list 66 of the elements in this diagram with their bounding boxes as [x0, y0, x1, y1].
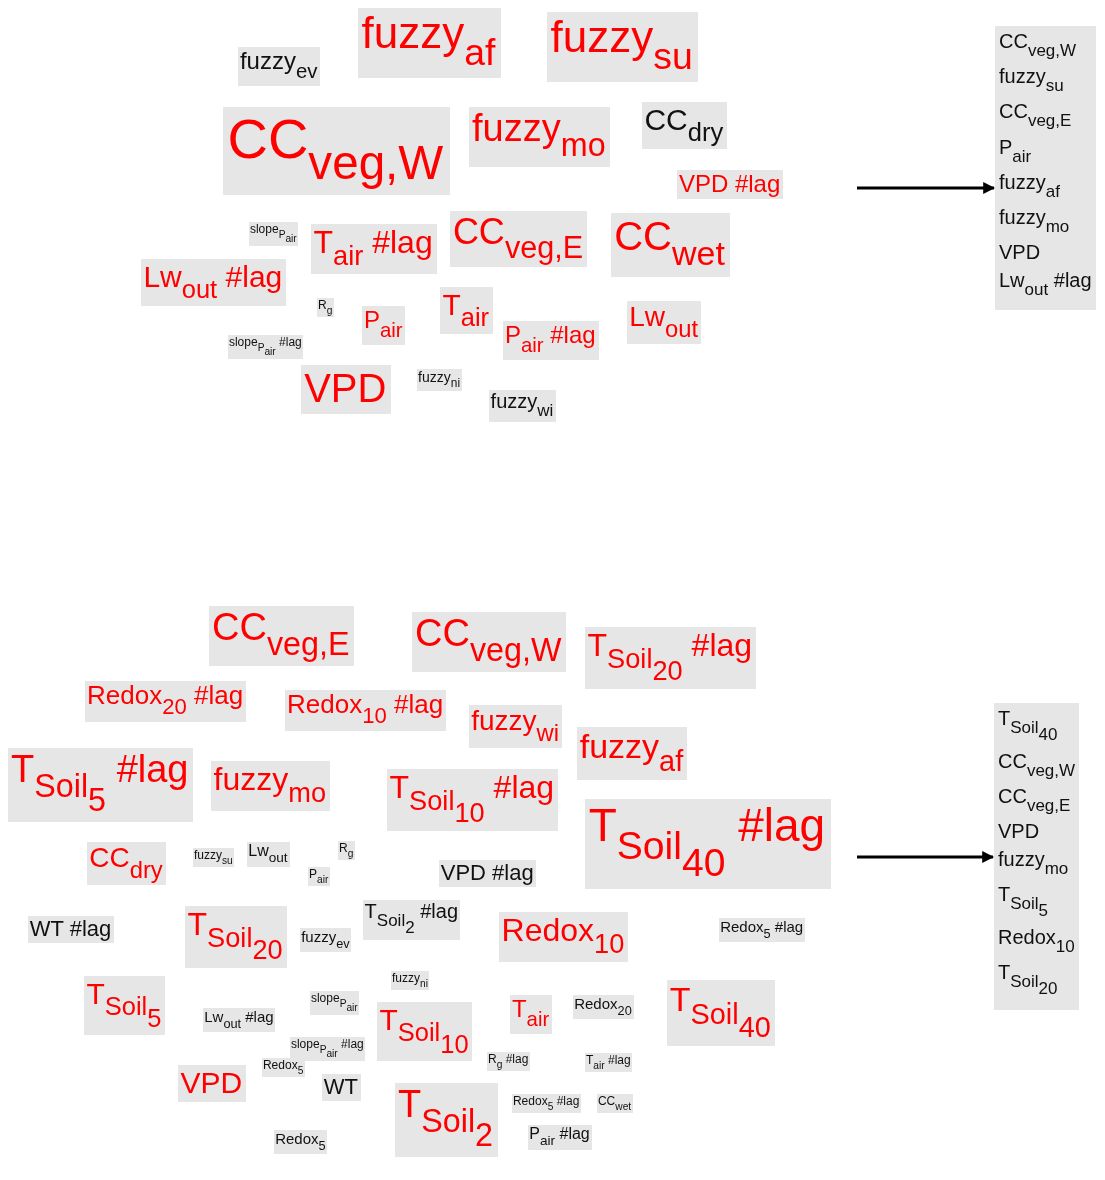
list-item: fuzzy$_{mo}$ — [999, 205, 1071, 237]
list-item: CC$_{veg,E}$ — [999, 100, 1073, 131]
word-tag: fuzzy$_{af}$ — [577, 727, 688, 781]
word-tag: fuzzy$_{ev}$ — [300, 928, 352, 952]
word-tag: fuzzy$_{mo}$ — [469, 107, 611, 167]
arrow — [857, 182, 996, 194]
word-tag: fuzzy$_{su}$ — [547, 12, 698, 82]
list-item: VPD — [999, 241, 1042, 265]
word-tag: R$_{g}$ — [317, 298, 334, 318]
word-tag: CC$_{wet}$ — [597, 1094, 633, 1114]
ranked-list-panel — [995, 26, 1096, 311]
list-item: CC$_{veg,W}$ — [999, 30, 1078, 61]
list-item: fuzzy$_{mo}$ — [998, 848, 1070, 879]
word-tag: T$_{air}$ #lag — [311, 224, 437, 275]
word-tag: Lw$_{out}$ #lag — [141, 259, 286, 307]
word-tag: fuzzy$_{af}$ — [358, 8, 501, 78]
word-tag: T$_{air}$ #lag — [585, 1053, 633, 1073]
word-tag: fuzzy$_{mo}$ — [211, 761, 330, 812]
word-tag: CC$_{wet}$ — [611, 213, 730, 277]
word-tag: CC$_{veg,E}$ — [450, 211, 588, 267]
word-tag: CC$_{veg,W}$ — [223, 107, 450, 195]
word-tag: Redox$_{5}$ — [274, 1130, 328, 1154]
list-item: Redox$_{10}$ — [998, 926, 1076, 957]
list-item: fuzzy$_{su}$ — [999, 65, 1065, 96]
word-tag: R$_{g}$ — [338, 841, 355, 861]
word-tag: P$_{air}$ — [362, 306, 406, 345]
word-tag: T$_{air}$ — [510, 995, 553, 1034]
word-tag: VPD #lag — [439, 860, 537, 887]
word-tag: fuzzy$_{ev}$ — [238, 47, 321, 86]
word-tag: CC$_{veg,E}$ — [209, 606, 355, 666]
list-item: P$_{air}$ — [999, 135, 1033, 166]
word-tag: Lw$_{out}$ — [247, 842, 290, 868]
word-tag: CC$_{veg,W}$ — [412, 612, 566, 672]
word-tag: P$_{air}$ — [308, 867, 330, 887]
word-tag: Redox$_{20}$ #lag — [85, 681, 247, 722]
word-tag: Lw$_{out}$ #lag — [203, 1008, 276, 1032]
arrow — [857, 851, 995, 863]
word-tag: Redox$_{5}$ — [262, 1058, 305, 1078]
list-item: fuzzy$_{af}$ — [999, 170, 1061, 201]
word-tag: R$_{g}$ #lag — [487, 1052, 530, 1072]
list-item: CC$_{veg,W}$ — [998, 749, 1076, 781]
word-tag: P$_{air}$ #lag — [528, 1125, 592, 1151]
ranked-list-panel — [994, 703, 1080, 1011]
list-item: Lw$_{out}$ #lag — [999, 269, 1092, 300]
word-tag: P$_{air}$ #lag — [503, 321, 599, 360]
word-tag: VPD — [301, 365, 392, 414]
word-tag: Redox$_{10}$ #lag — [285, 690, 447, 731]
word-tag: fuzzy$_{wi}$ — [489, 390, 556, 422]
word-tag: fuzzy$_{ni}$ — [417, 369, 462, 392]
word-tag: VPD #lag — [677, 170, 784, 200]
word-tag: T$_{air}$ — [440, 287, 493, 335]
word-tag: WT #lag — [28, 916, 114, 943]
word-tag: CC$_{dry}$ — [87, 842, 167, 886]
list-item: VPD — [998, 820, 1041, 844]
word-tag: fuzzy$_{ni}$ — [391, 971, 430, 991]
word-tag: Redox$_{20}$ — [573, 995, 634, 1019]
word-tag: Redox$_{10}$ — [499, 912, 629, 963]
word-tag: WT — [322, 1074, 361, 1101]
word-tag: VPD — [178, 1065, 246, 1102]
word-tag: CC$_{dry}$ — [642, 102, 727, 150]
list-item: CC$_{veg,E}$ — [998, 785, 1072, 816]
word-tag: Lw$_{out}$ — [627, 301, 702, 345]
word-tag: Redox$_{5}$ #lag — [512, 1094, 581, 1114]
word-tag: fuzzy$_{su}$ — [193, 848, 235, 868]
word-tag: Redox$_{5}$ #lag — [719, 918, 805, 942]
word-tag: fuzzy$_{wi}$ — [469, 705, 563, 749]
